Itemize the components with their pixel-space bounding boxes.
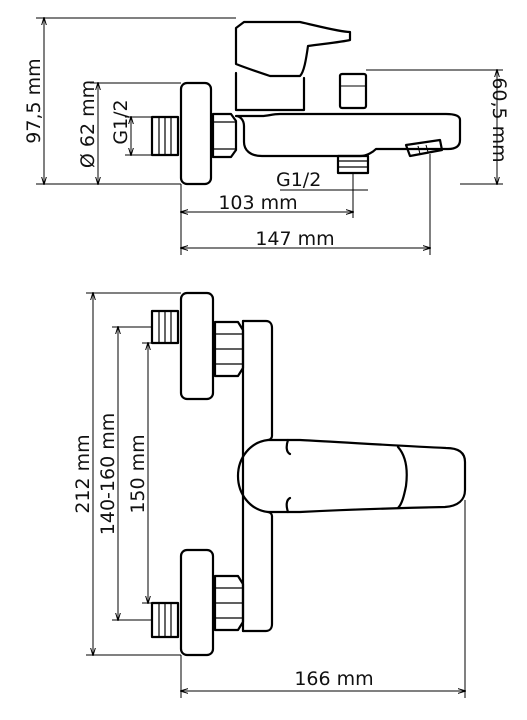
dim-diameter: [90, 83, 181, 184]
front-lower-connector: [150, 601, 180, 639]
side-view: 97,5 mm Ø 62 mm G1/2 60,5 mm G1/2 103 mm…: [23, 18, 510, 255]
dim-spacing-range: [112, 327, 152, 620]
front-lever-handle: [236, 438, 467, 514]
label-outlet-thread: G1/2: [276, 169, 321, 191]
side-inlet-connector: [150, 115, 180, 157]
front-lever-inner-curve: [396, 445, 408, 510]
dim-depth-147: [181, 154, 430, 255]
front-mixer-body: [241, 319, 274, 633]
side-mixer-column: [234, 71, 306, 112]
front-upper-connector: [150, 309, 180, 345]
dim-height-212: [86, 293, 181, 655]
side-diverter-knob: [338, 72, 368, 110]
side-wall-rosette: [179, 81, 213, 186]
front-upper-rosette: [179, 291, 215, 401]
dim-spacing-150: [142, 343, 152, 603]
dim-height-total: [36, 18, 236, 184]
side-mixer-body: [234, 112, 462, 158]
label-height-total: 97,5 mm: [23, 58, 45, 143]
dim-width-166: [181, 500, 465, 698]
front-upper-nut: [213, 320, 245, 378]
label-spacing-range: 140-160 mm: [97, 413, 119, 535]
side-aerator: [404, 138, 444, 158]
label-height-spout: 60,5 mm: [488, 77, 510, 162]
side-hex-nut: [211, 112, 238, 159]
label-depth-103: 103 mm: [218, 192, 297, 214]
label-width-166: 166 mm: [294, 668, 373, 690]
label-height-212: 212 mm: [72, 434, 94, 513]
label-spacing-150: 150 mm: [127, 434, 149, 513]
side-outlet-connector: [336, 154, 370, 175]
front-view: 212 mm 140-160 mm 150 mm 166 mm: [72, 291, 467, 698]
label-inlet-thread: G1/2: [110, 99, 132, 144]
dim-height-spout: [366, 70, 503, 184]
label-depth-147: 147 mm: [255, 228, 334, 250]
side-lever-handle: [234, 20, 352, 78]
front-lower-nut: [213, 574, 245, 632]
front-lower-rosette: [179, 548, 215, 657]
front-lever-shoulder: [285, 438, 292, 514]
dim-depth-103: [181, 173, 353, 255]
label-diameter: Ø 62 mm: [77, 80, 99, 168]
dim-inlet-thread: [125, 117, 152, 155]
